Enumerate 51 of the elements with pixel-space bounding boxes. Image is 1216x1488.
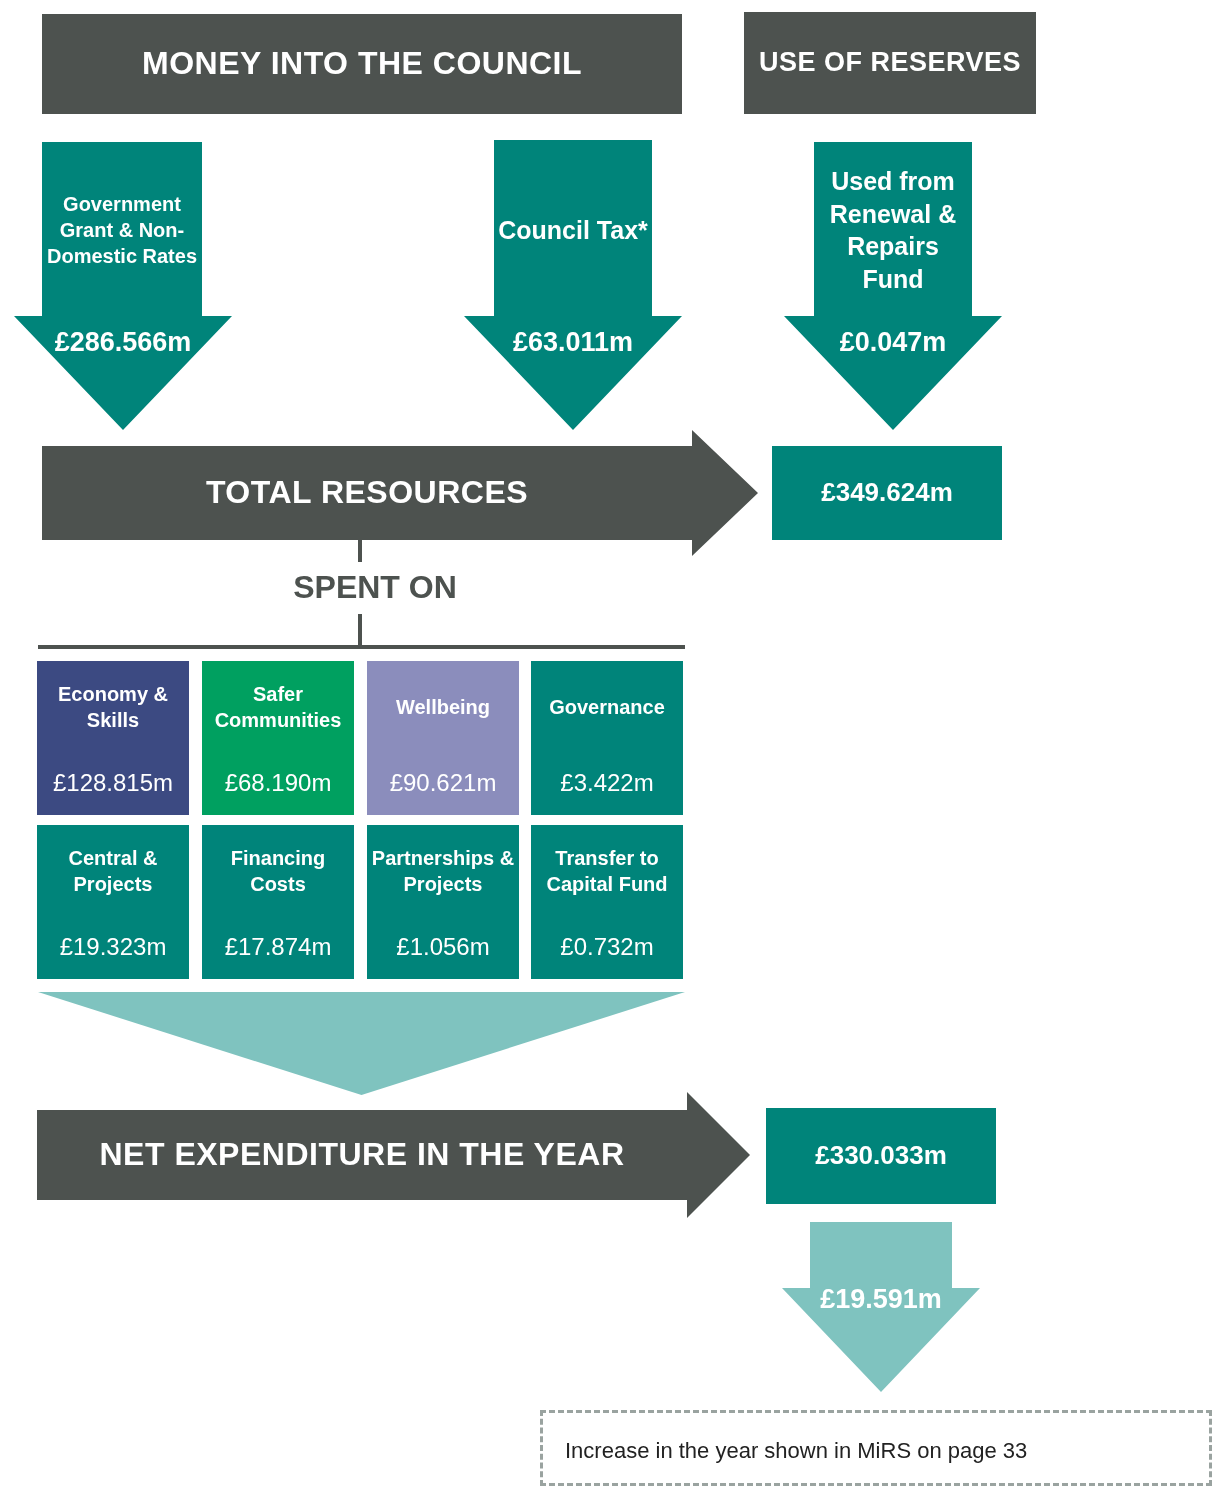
heading-text: Transfer to Capital Fund <box>545 846 669 897</box>
header-text: USE OF RESERVES <box>758 46 1022 80</box>
heading-text: Financing Costs <box>229 846 327 897</box>
amount-text: £1.056m <box>396 932 490 963</box>
category-box <box>202 825 354 979</box>
category-box <box>202 661 354 815</box>
category-box <box>367 661 519 815</box>
amount-text: £0.732m <box>560 932 654 963</box>
section-label: SPENT ON <box>292 568 458 608</box>
header-text: MONEY INTO THE COUNCIL <box>141 44 583 84</box>
amount-text: £286.566m <box>54 326 192 360</box>
arrow-box <box>782 1222 980 1392</box>
right-arrow-band <box>42 430 758 556</box>
category-box <box>531 661 683 815</box>
category-box <box>531 825 683 979</box>
category-box <box>37 825 189 979</box>
amount-text: £128.815m <box>52 768 174 799</box>
amount-text: £17.874m <box>224 932 332 963</box>
amount-text: £349.624m <box>821 476 953 510</box>
note-box <box>540 1410 1212 1486</box>
note-text: Increase in the year shown in MiRS on page 33 <box>565 1436 1028 1465</box>
amount-text: £63.011m <box>512 326 634 360</box>
arrow-box <box>14 142 232 430</box>
category-box <box>367 825 519 979</box>
total-box <box>772 446 1002 540</box>
right-arrow-band <box>37 1092 750 1218</box>
arrow-box <box>784 142 1002 430</box>
amount-text: £19.591m <box>820 1283 942 1317</box>
header-box <box>42 14 682 114</box>
heading-text: Economy & Skills <box>57 682 169 733</box>
category-box <box>37 661 189 815</box>
funnel-shape <box>38 992 685 1095</box>
band-text: NET EXPENDITURE IN THE YEAR <box>99 1135 625 1175</box>
total-box <box>766 1108 996 1204</box>
amount-text: £0.047m <box>839 326 947 360</box>
heading-text: Wellbeing <box>395 695 491 720</box>
heading-text: Used from Renewal & Repairs Fund <box>828 166 958 295</box>
heading-text: Central & Projects <box>67 846 159 897</box>
heading-text: Partnerships & Projects <box>370 846 516 897</box>
amount-text: £90.621m <box>389 768 497 799</box>
heading-text: Council Tax* <box>498 214 648 246</box>
arrow-box <box>464 140 682 430</box>
header-box <box>744 12 1036 114</box>
amount-text: £68.190m <box>224 768 332 799</box>
amount-text: £330.033m <box>815 1139 947 1173</box>
heading-text: Governance <box>549 695 665 720</box>
heading-text: Safer Communities <box>213 682 343 733</box>
heading-text: Government Grant & Non-Domestic Rates <box>45 192 199 269</box>
amount-text: £3.422m <box>560 768 654 799</box>
amount-text: £19.323m <box>59 932 167 963</box>
band-text: TOTAL RESOURCES <box>205 473 529 513</box>
